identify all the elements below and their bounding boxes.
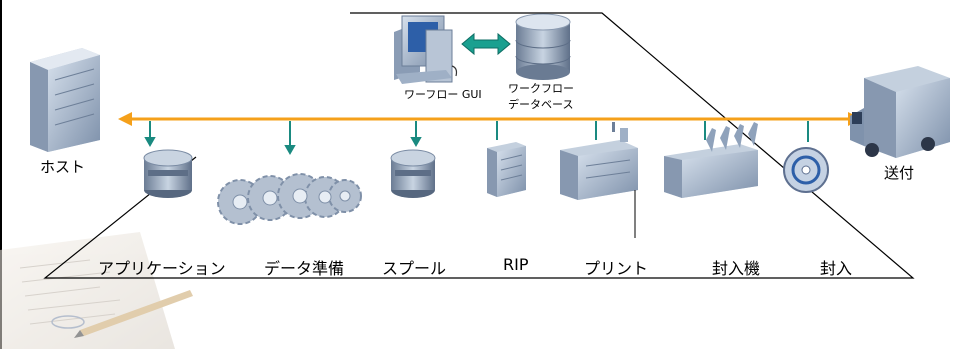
stage-label-print: プリント [584,259,649,278]
workstation-icon [394,15,458,84]
host-server-icon [30,48,100,152]
spool-drum-icon [390,149,436,198]
document-pen-illustration [0,232,193,349]
stage-label-insert: 封入 [820,259,853,278]
stage-label-inserter: 封入機 [712,259,761,278]
host-label: ホスト [40,158,86,176]
database-label-line1: ワークフロー [508,82,574,95]
stage-connectors [144,121,809,156]
delivery-label: 送付 [884,164,915,182]
delivery-truck-icon [850,66,950,158]
database-icon [515,13,571,80]
data-preparation-gears-icon [217,173,362,225]
application-drum-icon [143,149,193,198]
inserter-machine-icon [664,122,758,198]
stage-label-rip: RIP [503,255,529,274]
rip-server-icon [487,142,526,197]
workstation-label: ワーフロー GUI [404,88,482,101]
database-label-line2: データベース [508,98,574,111]
stage-label-data-prep: データ準備 [264,259,345,278]
workflow-timeline-arrow [118,112,862,126]
workflow-boundary [43,12,915,279]
stage-label-application: アプリケーション [98,259,226,278]
printer-icon [560,122,638,200]
db-link-arrow-icon [461,32,511,56]
stage-label-spool: スプール [382,259,447,278]
disc-icon [783,147,829,193]
